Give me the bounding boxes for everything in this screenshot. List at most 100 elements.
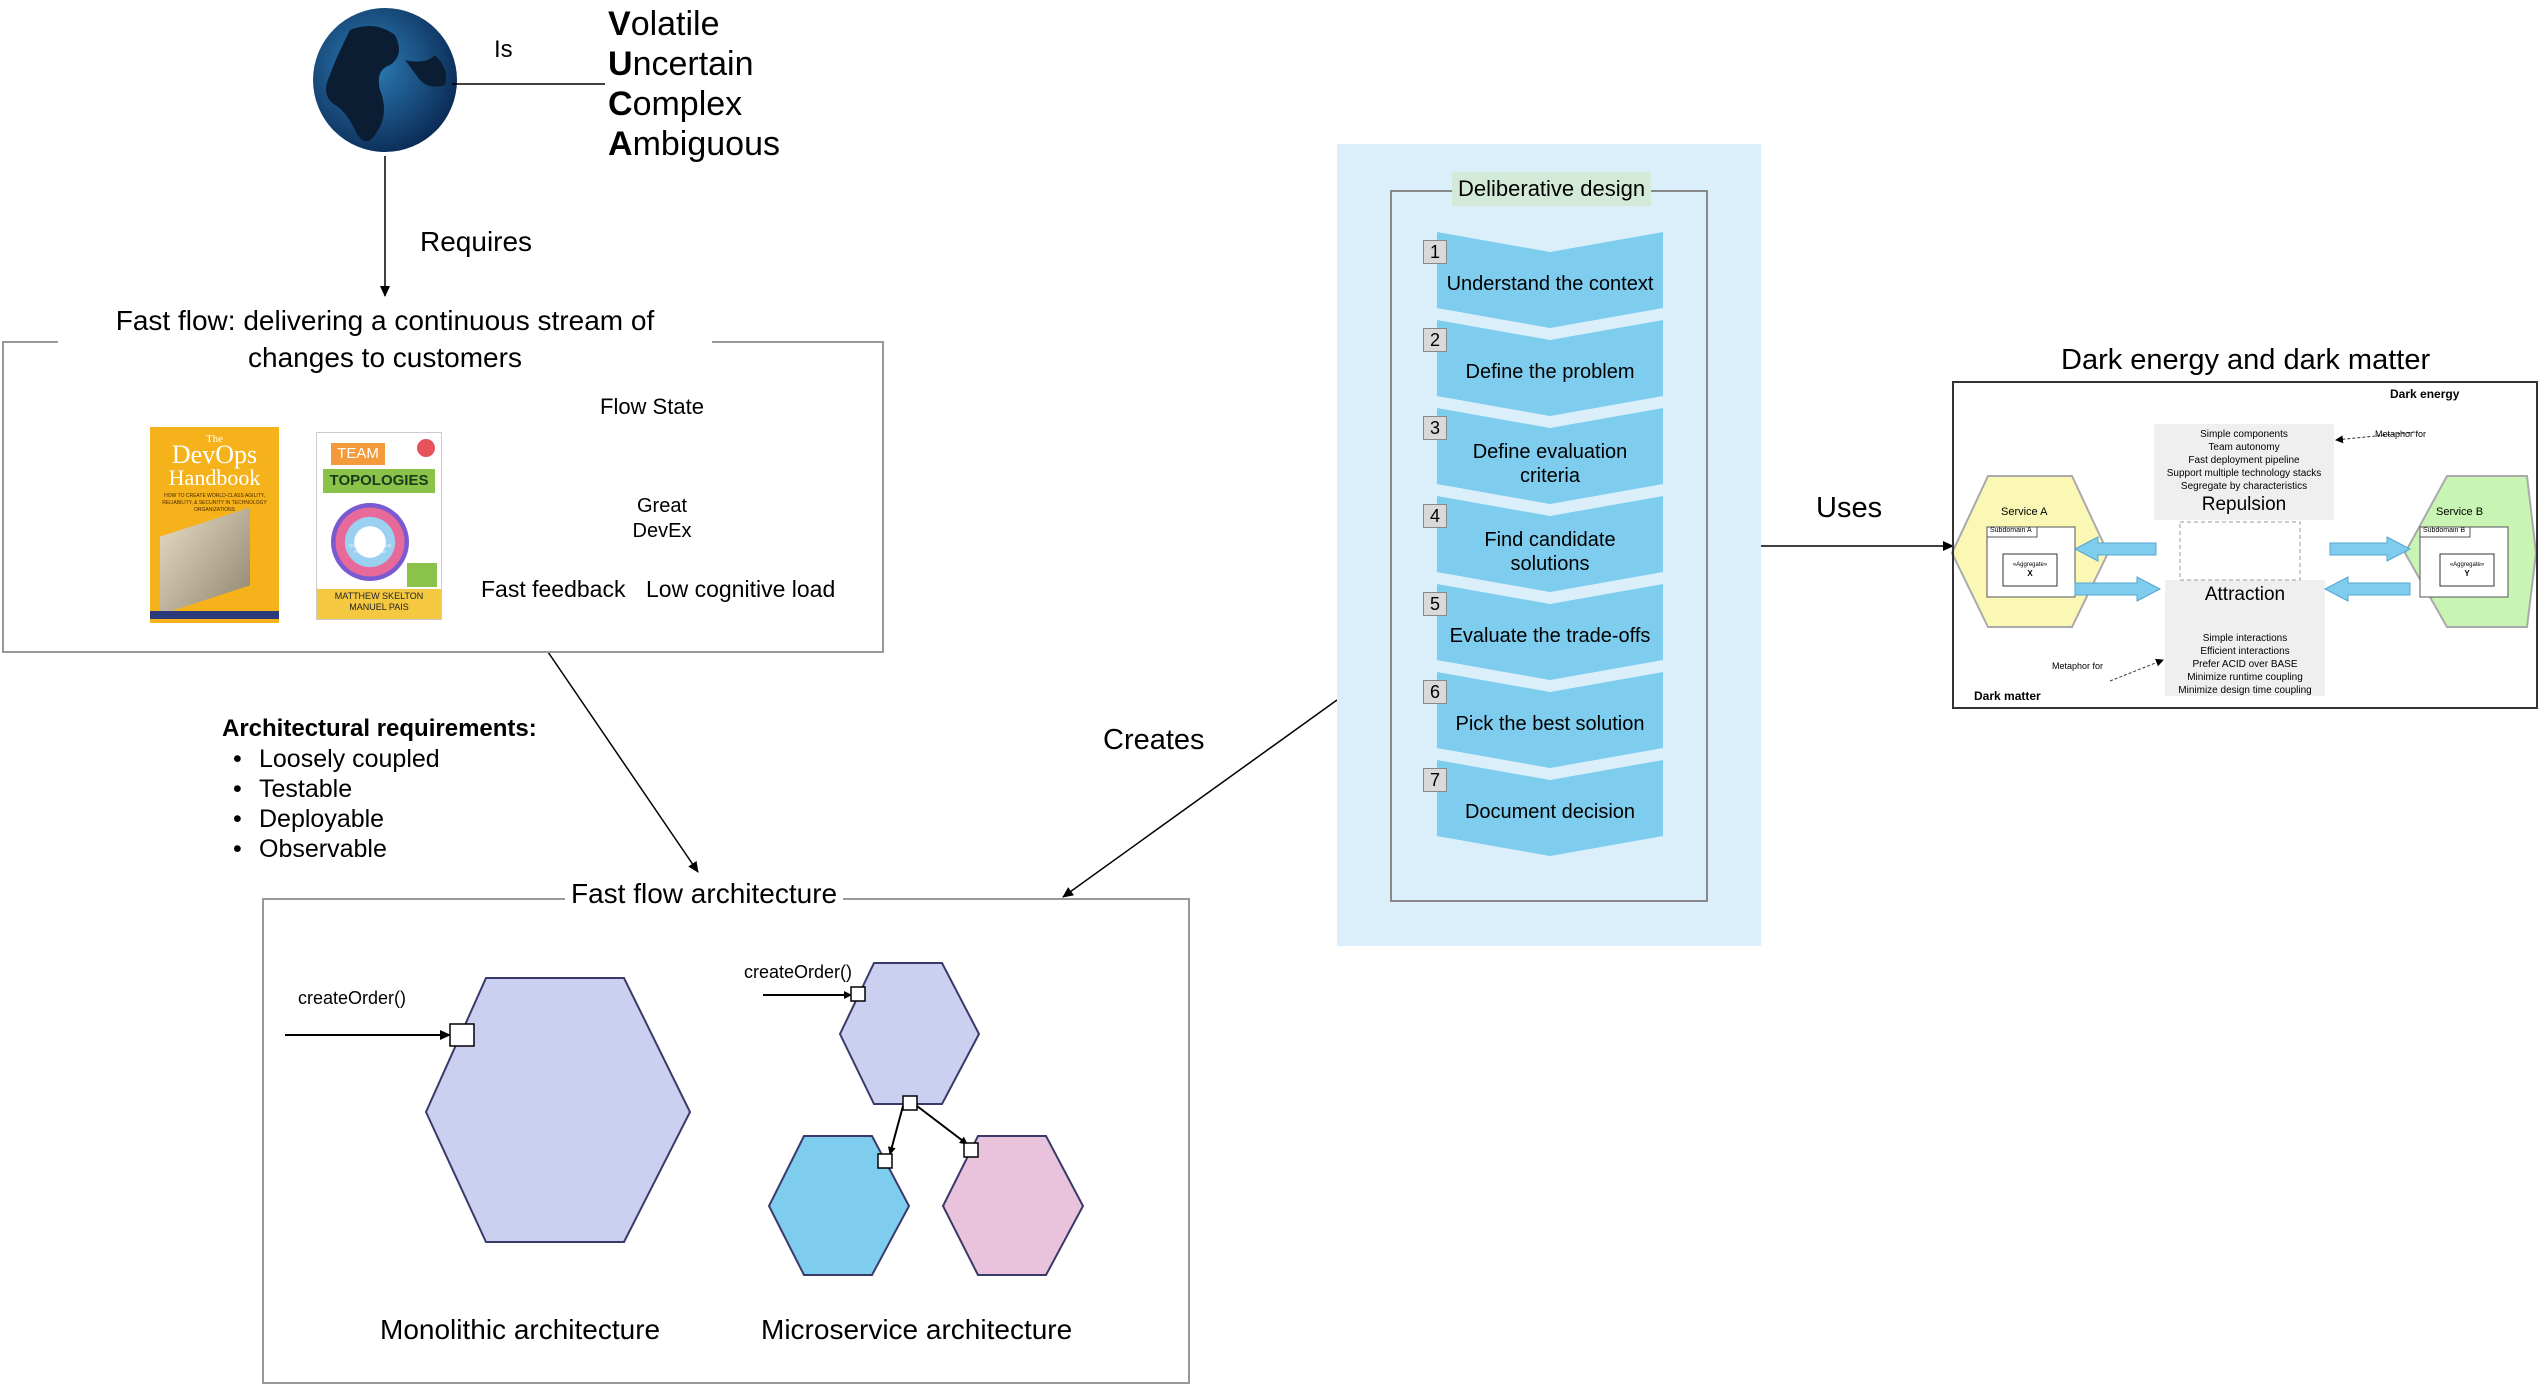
arch-requirements-title: Architectural requirements: (222, 715, 537, 742)
monolith-label: Monolithic architecture (380, 1314, 661, 1345)
service-a-label: Service A (2001, 506, 2048, 518)
metaphor-for-label: Metaphor for (2375, 429, 2427, 439)
microservice-right-port (963, 1142, 979, 1158)
repulsion-panel (2154, 424, 2334, 520)
repulsion-label: Repulsion (2201, 494, 2287, 515)
fast-flow-to-architecture-arrow (547, 651, 699, 873)
step-chevron-6 (1437, 672, 1663, 768)
list-item: Simple interactions (2202, 633, 2288, 644)
creates-label: Creates (1103, 724, 1205, 756)
is-label: Is (494, 36, 513, 63)
fast-flow-title: Fast flow: delivering a continuous strea… (58, 302, 712, 376)
dark-energy-box (1952, 381, 2538, 709)
step-chevron-7 (1437, 760, 1663, 856)
metaphor-for-label: Metaphor for (2052, 661, 2104, 671)
list-item: Team autonomy (2208, 442, 2280, 453)
monolith-hexagon (424, 977, 692, 1243)
microservice-left-hexagon (767, 1135, 911, 1276)
arch-requirements-list: Loosely coupled Testable Deployable Obse… (223, 744, 440, 864)
repulsion-arrows (2073, 536, 2412, 602)
step-number-5: 5 (1423, 592, 1447, 616)
fast-flow-box (2, 341, 884, 653)
list-item: Fast deployment pipeline (2188, 455, 2300, 466)
list-item: Support multiple technology stacks (2166, 468, 2322, 479)
fast-flow-architecture-title: Fast flow architecture (565, 878, 844, 910)
dark-energy-metaphor-arrow (2335, 431, 2416, 444)
step-number-3: 3 (1423, 416, 1447, 440)
step-number-2: 2 (1423, 328, 1447, 352)
microservice-label: Microservice architecture (761, 1314, 1073, 1345)
list-item: Minimize runtime coupling (2187, 672, 2303, 683)
attraction-items: Simple interactions Efficient interactio… (2165, 632, 2325, 697)
microservice-left-port (877, 1153, 893, 1169)
step-chevron-4 (1437, 496, 1663, 592)
vuca-volatile: Volatile (608, 5, 720, 43)
vuca-ambiguous: Ambiguous (608, 125, 780, 163)
dark-energy-label: Dark energy (2390, 387, 2460, 401)
vuca-list: Volatile Uncertain Complex Ambiguous (608, 4, 780, 164)
requires-label: Requires (420, 226, 533, 257)
step-label-6: Pick the best solution (1455, 713, 1645, 735)
dark-energy-title: Dark energy and dark matter (2051, 344, 2441, 377)
attraction-label: Attraction (2204, 584, 2286, 605)
step-chevron-5 (1437, 584, 1663, 680)
microservice-top-out-port (902, 1095, 918, 1111)
vuca-uncertain: Uncertain (608, 45, 754, 83)
uses-label: Uses (1816, 492, 1883, 524)
flow-state-label: Flow State (600, 394, 704, 419)
list-item: Efficient interactions (2200, 646, 2290, 657)
attraction-panel (2165, 580, 2325, 696)
aggregate-y-box (2439, 553, 2495, 587)
monolith-operation-label: createOrder() (298, 988, 407, 1008)
step-number-7: 7 (1423, 768, 1447, 792)
devops-handbook-book: The DevOps Handbook HOW TO CREATE WORLD-… (150, 427, 279, 623)
step-label-2: Define the problem (1465, 361, 1635, 383)
step-number-6: 6 (1423, 680, 1447, 704)
aggregate-x-name: X (2027, 569, 2033, 578)
vuca-complex: Complex (608, 85, 743, 123)
great-devex-text: Great DevEx (632, 495, 692, 542)
list-item: Deployable (223, 804, 440, 834)
subdomain-a-label: Subdomain A (1990, 527, 2032, 534)
step-chevron-3 (1437, 408, 1663, 504)
list-item: Testable (223, 774, 440, 804)
microservice-right-call (916, 1105, 968, 1145)
creates-arrow (1062, 699, 1338, 898)
low-cognitive-load-label: Low cognitive load (646, 576, 836, 602)
step-label-1: Understand the context (1446, 273, 1654, 295)
step-label-5: Evaluate the trade-offs (1449, 625, 1651, 647)
list-item: Prefer ACID over BASE (2192, 659, 2298, 670)
repulsion-items: Simple components Team autonomy Fast dep… (2154, 428, 2334, 493)
aggregate-y-stereotype: «Aggregate» (2449, 562, 2485, 568)
list-item: Loosely coupled (223, 744, 440, 774)
step-label-7: Document decision (1464, 801, 1636, 823)
microservice-top-port (850, 986, 866, 1002)
microservice-left-call (887, 1105, 904, 1155)
service-b-label: Service B (2436, 506, 2484, 518)
deliberative-design-title: Deliberative design (1452, 172, 1652, 206)
globe-icon (313, 8, 457, 152)
aggregate-x-stereotype: «Aggregate» (2012, 562, 2048, 568)
dark-matter-metaphor-arrow (2109, 658, 2164, 682)
microservice-right-hexagon (941, 1135, 1085, 1276)
step-number-4: 4 (1423, 504, 1447, 528)
list-item: Segregate by characteristics (2180, 481, 2308, 492)
step-number-1: 1 (1423, 240, 1447, 264)
subdomain-b-label: Subdomain B (2423, 527, 2466, 534)
dark-matter-label: Dark matter (1974, 689, 2041, 703)
aggregate-y-name: Y (2464, 569, 2470, 578)
microservice-operation-label: createOrder() (744, 962, 853, 982)
aggregate-x-box (2002, 553, 2058, 587)
team-topologies-book: TEAM TOPOLOGIES ORGANIZING BUSINESS AND … (316, 432, 442, 620)
step-chevron-2 (1437, 320, 1663, 416)
monolith-port (449, 1023, 475, 1047)
microservice-top-hexagon (838, 962, 981, 1105)
list-item: Minimize design time coupling (2178, 685, 2312, 696)
list-item: Simple components (2200, 429, 2288, 440)
list-item: Observable (223, 834, 440, 864)
fast-feedback-label: Fast feedback (481, 576, 626, 602)
